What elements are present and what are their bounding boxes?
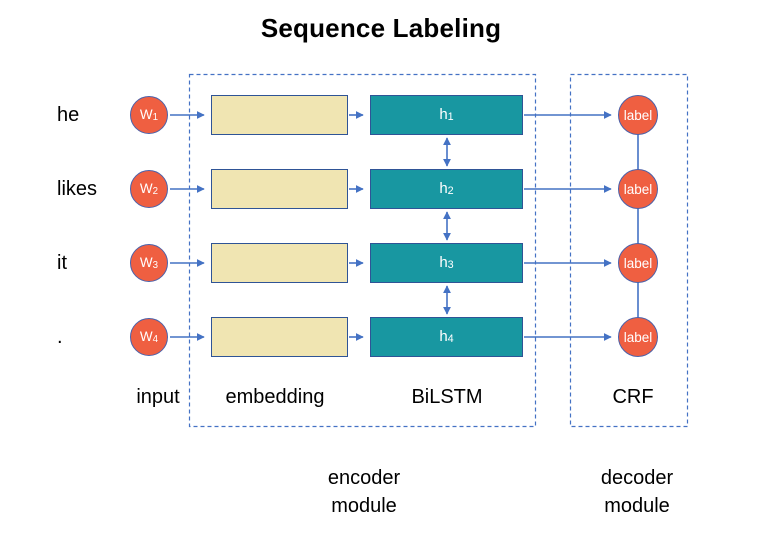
word-node-3: W3: [130, 244, 168, 282]
hidden-state-label: h4: [439, 328, 454, 346]
word-node-label: W4: [139, 329, 159, 345]
input-word-4: .: [57, 326, 63, 348]
layer-label-crf: CRF: [612, 386, 654, 408]
label-node-text: label: [623, 329, 653, 345]
layer-label-embedding: embedding: [225, 386, 325, 408]
input-word-1: he: [57, 104, 80, 126]
label-node-2: label: [618, 169, 658, 209]
label-node-text: label: [623, 181, 653, 197]
label-node-1: label: [618, 95, 658, 135]
word-node-1: W1: [130, 96, 168, 134]
word-node-4: W4: [130, 318, 168, 356]
layer-label-input: input: [136, 386, 180, 408]
input-word-3: it: [57, 252, 67, 274]
bilstm-box-4: h4: [370, 317, 523, 357]
label-node-text: label: [623, 107, 653, 123]
hidden-state-label: h1: [439, 106, 454, 124]
label-node-3: label: [618, 243, 658, 283]
word-node-label: W3: [139, 255, 159, 271]
word-node-label: W2: [139, 181, 159, 197]
layer-label-bilstm: BiLSTM: [411, 386, 483, 408]
hidden-state-label: h2: [439, 180, 454, 198]
diagram-title: Sequence Labeling: [260, 13, 502, 43]
label-node-text: label: [623, 255, 653, 271]
embedding-box-2: [211, 169, 348, 209]
hidden-state-label: h3: [439, 254, 454, 272]
input-word-2: likes: [57, 178, 98, 200]
decoder-module-outline: [569, 73, 689, 428]
embedding-box-4: [211, 317, 348, 357]
bilstm-box-1: h1: [370, 95, 523, 135]
embedding-box-1: [211, 95, 348, 135]
embedding-box-3: [211, 243, 348, 283]
word-node-2: W2: [130, 170, 168, 208]
encoder-module-outline: [188, 73, 537, 428]
label-node-4: label: [618, 317, 658, 357]
bilstm-box-2: h2: [370, 169, 523, 209]
word-node-label: W1: [139, 107, 159, 123]
encoder-module-label: encoder module: [327, 467, 401, 517]
bilstm-box-3: h3: [370, 243, 523, 283]
decoder-module-label: decoder module: [600, 467, 674, 517]
